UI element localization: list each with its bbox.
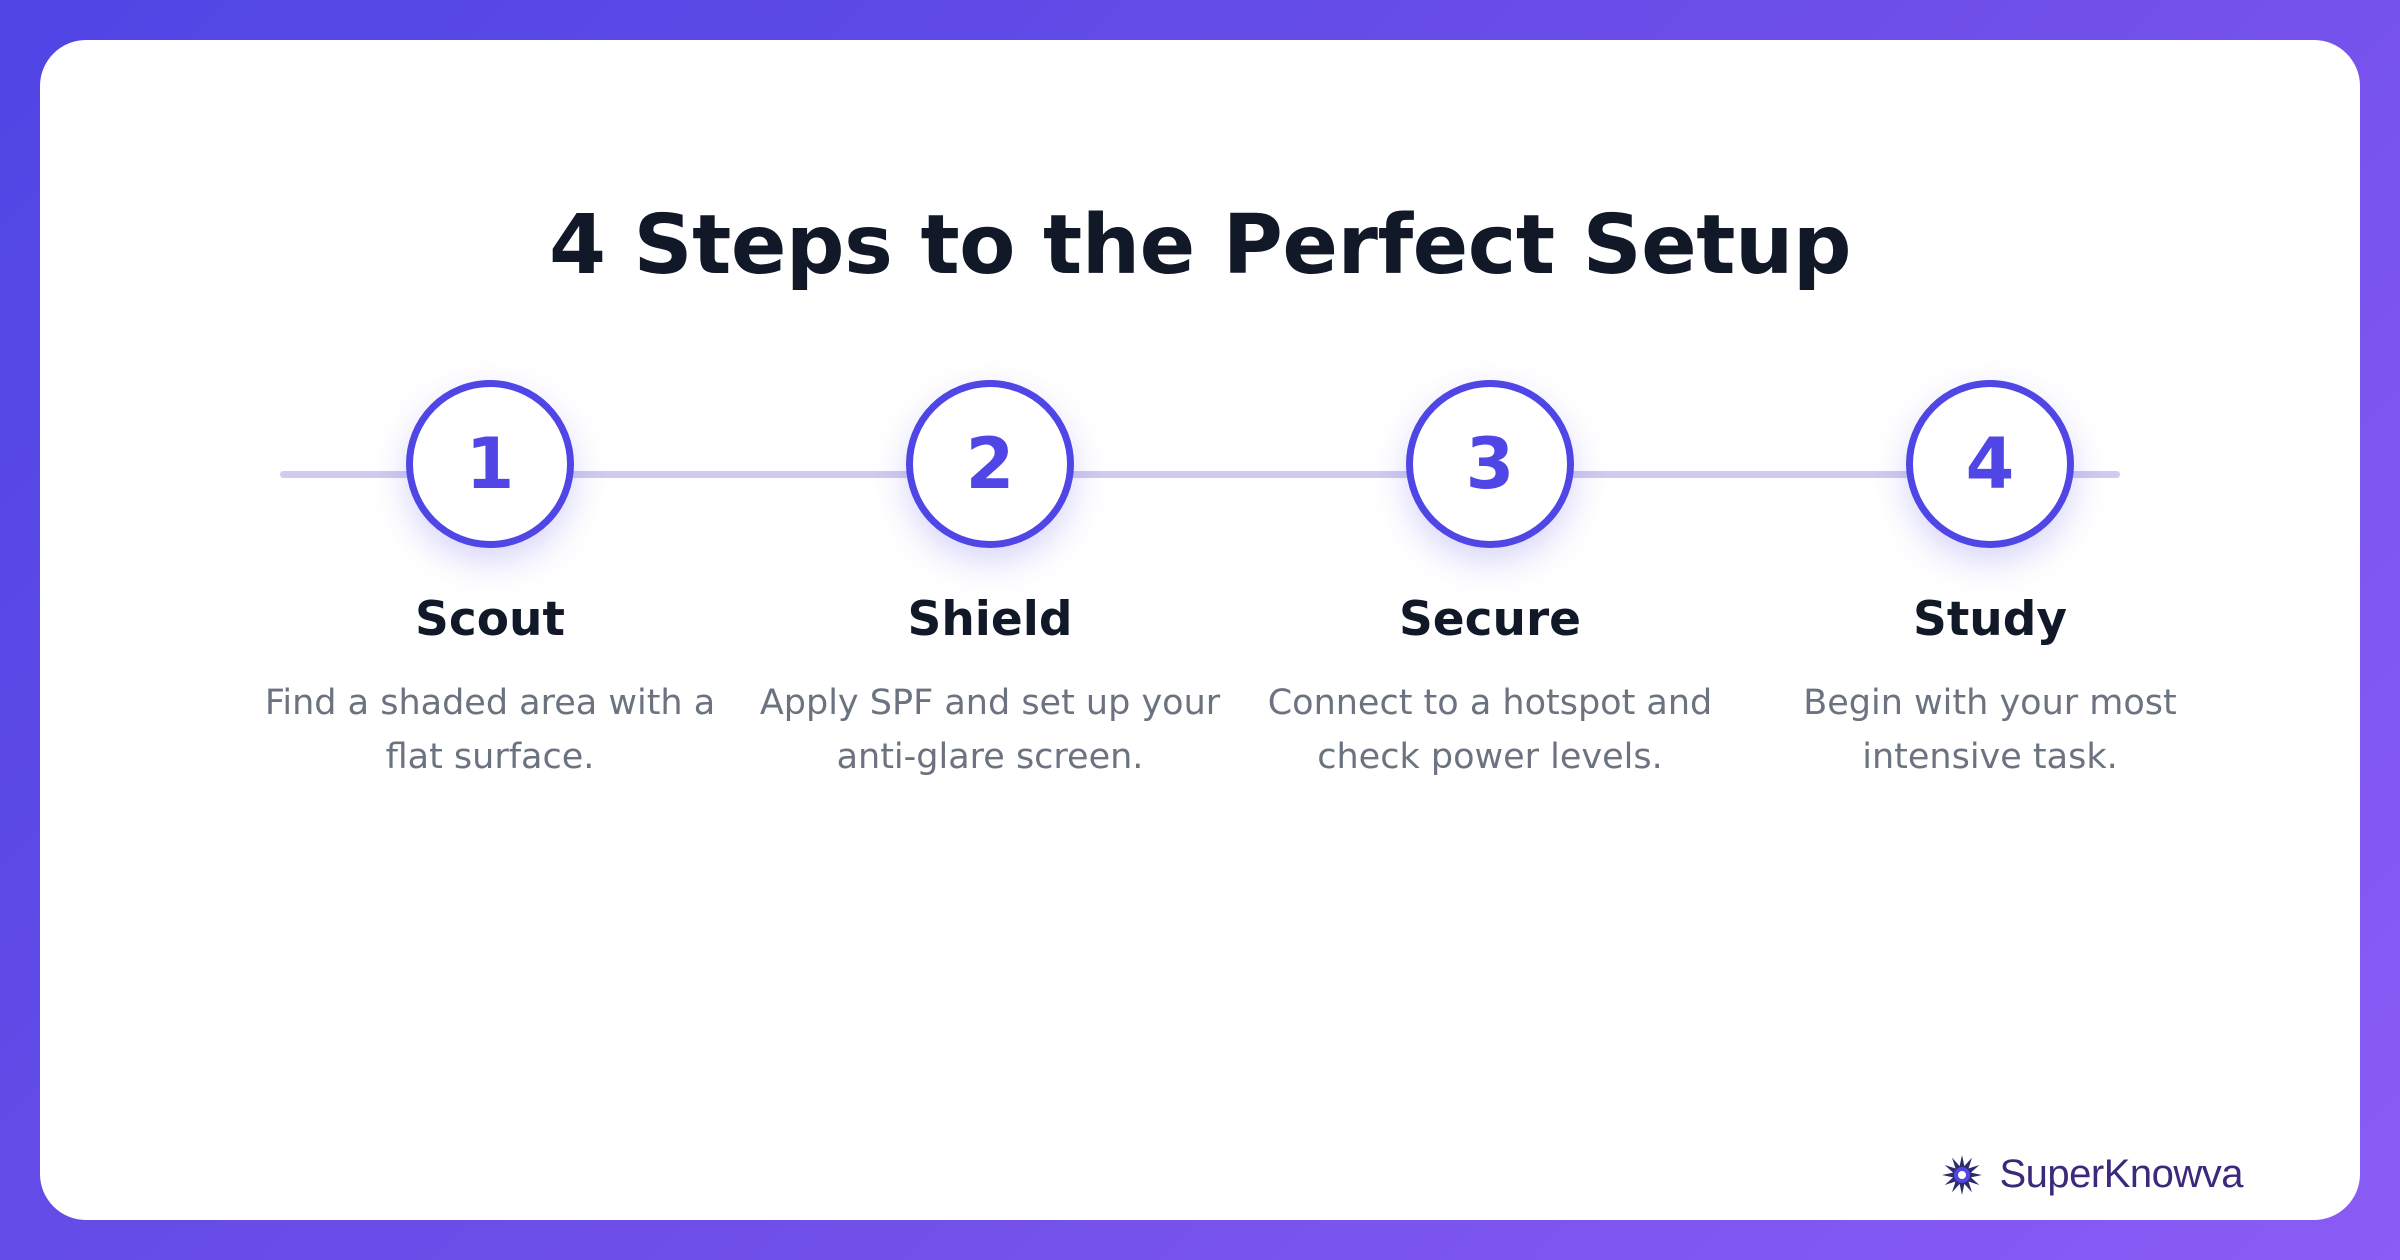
step-4: 4 Study Begin with your most intensive t…	[1740, 380, 2240, 784]
step-description: Find a shaded area with a flat surface.	[264, 683, 716, 778]
step-number-circle: 2	[906, 380, 1074, 548]
step-title: Scout	[415, 592, 565, 647]
step-title: Study	[1912, 592, 2068, 647]
step-2: 2 Shield Apply SPF and set up your anti-…	[740, 380, 1240, 784]
step-description: Begin with your most intensive task.	[1803, 683, 2177, 778]
step-1: 1 Scout Find a shaded area with a flat s…	[240, 380, 740, 784]
infographic-card: 4 Steps to the Perfect Setup 1 Scout Fin…	[40, 40, 2360, 1220]
step-number-circle: 1	[406, 380, 574, 548]
step-title: Shield	[907, 592, 1073, 647]
steps-connector-line	[280, 471, 2120, 478]
step-number-circle: 3	[1406, 380, 1574, 548]
starburst-icon	[1942, 1154, 1983, 1195]
page-title: 4 Steps to the Perfect Setup	[548, 198, 1852, 293]
step-description: Apply SPF and set up your anti-glare scr…	[759, 683, 1221, 778]
step-description: Connect to a hotspot and check power lev…	[1267, 683, 1713, 778]
brand-logo: SuperKnowva	[1941, 1152, 2243, 1197]
step-title: Secure	[1398, 592, 1582, 647]
step-number-circle: 4	[1906, 380, 2074, 548]
brand-name: SuperKnowva	[1999, 1152, 2243, 1196]
step-3: 3 Secure Connect to a hotspot and check …	[1240, 380, 1740, 784]
